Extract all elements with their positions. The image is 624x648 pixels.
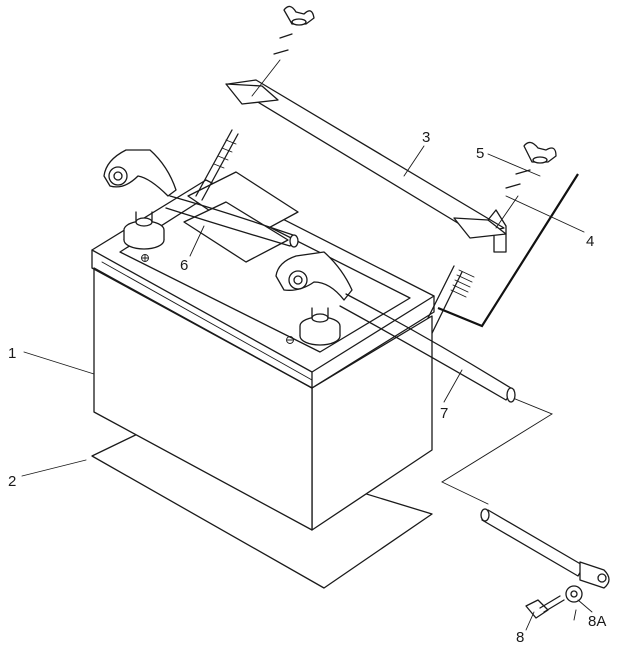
negative-post-icon	[123, 211, 165, 250]
assembly-leader-lines	[251, 59, 579, 621]
callout-2: 2	[8, 473, 16, 490]
cable-end-icon	[480, 508, 610, 589]
callout-leaders	[21, 145, 593, 631]
wing-nut-icon	[523, 141, 557, 164]
callout-8: 8	[516, 629, 524, 646]
callout-5: 5	[476, 145, 484, 162]
positive-post-icon	[299, 307, 341, 346]
battery-pad-icon	[91, 427, 433, 589]
wing-nut-icon	[283, 5, 315, 26]
callout-3: 3	[422, 129, 430, 146]
callout-7: 7	[440, 405, 448, 422]
star-washer-icon	[565, 585, 583, 603]
hold-down-bar-icon	[225, 79, 507, 253]
callout-6: 6	[180, 257, 188, 274]
callout-4: 4	[586, 233, 594, 250]
bolt-icon	[525, 595, 565, 619]
battery-icon	[91, 171, 435, 531]
callout-8a: 8A	[588, 613, 606, 630]
positive-cable-icon	[275, 251, 516, 403]
lock-washer-icon	[273, 33, 531, 189]
callout-1: 1	[8, 345, 16, 362]
negative-cable-icon	[103, 149, 299, 248]
threaded-rod-icon	[195, 129, 239, 201]
